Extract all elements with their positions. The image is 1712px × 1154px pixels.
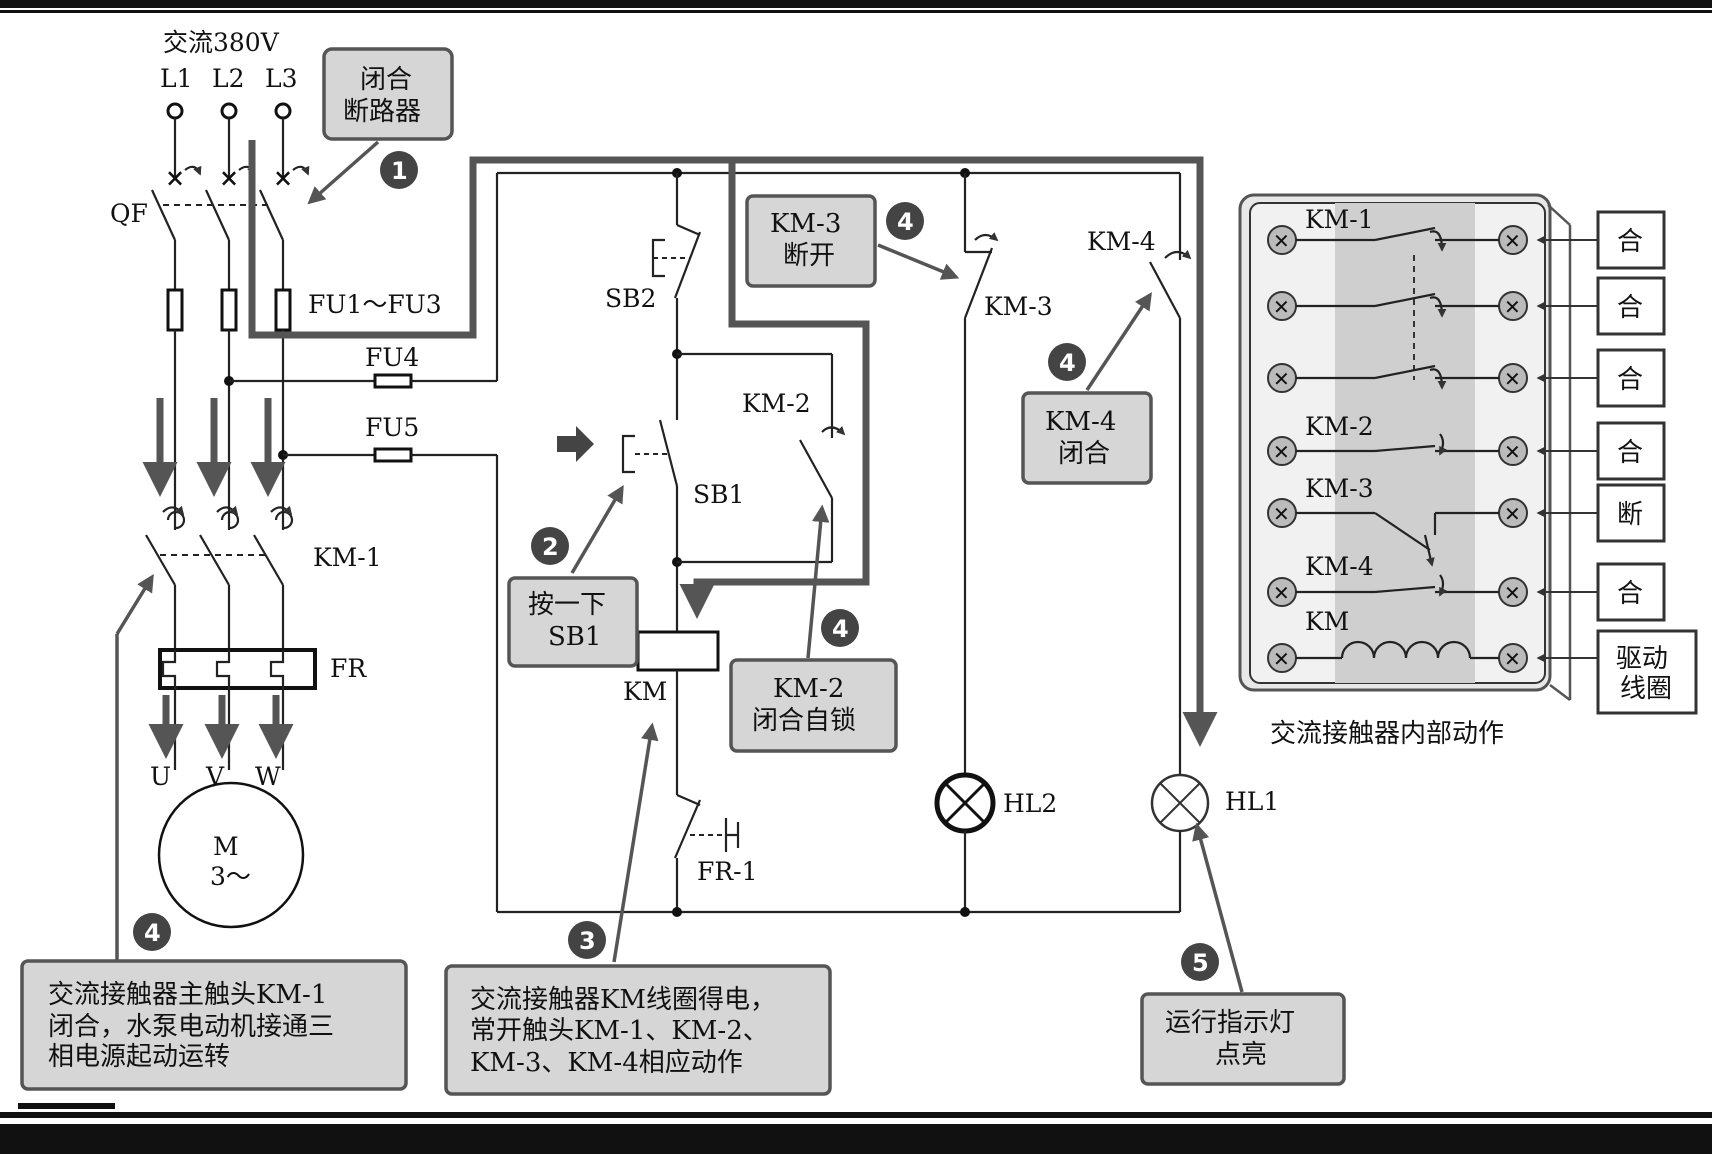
svg-text:✕: ✕ bbox=[1504, 295, 1521, 319]
callout-4-km4: 4 KM-4 闭合 bbox=[1021, 292, 1153, 485]
svg-text:✕: ✕ bbox=[1273, 581, 1290, 605]
state-row-1: 合 bbox=[1617, 227, 1643, 257]
svg-text:闭合: 闭合 bbox=[360, 65, 412, 95]
svg-text:4: 4 bbox=[1059, 349, 1076, 377]
contactor-row-6-label: KM-4 bbox=[1305, 552, 1374, 581]
u-label: U bbox=[150, 762, 171, 791]
fr1-label: FR-1 bbox=[697, 857, 758, 886]
callout-4-km1-main: 4 交流接触器主触头KM-1 闭合，水泵电动机接通三 相电源起动运转 bbox=[20, 574, 408, 1091]
control-circuit: FU4 FU5 SB2 SB1 bbox=[229, 140, 1279, 917]
qf-label: QF bbox=[110, 199, 148, 228]
hl1-label: HL1 bbox=[1225, 787, 1279, 816]
svg-text:运行指示灯: 运行指示灯 bbox=[1165, 1008, 1295, 1038]
svg-text:4: 4 bbox=[832, 615, 849, 643]
callout-2: 2 按一下 SB1 bbox=[507, 484, 639, 668]
svg-text:✕: ✕ bbox=[1273, 440, 1290, 464]
svg-text:常开触头KM-1、KM-2、: 常开触头KM-1、KM-2、 bbox=[470, 1016, 769, 1046]
svg-text:闭合: 闭合 bbox=[1058, 439, 1110, 469]
svg-text:×: × bbox=[219, 163, 239, 192]
w-label: W bbox=[255, 762, 281, 791]
state-row-4: 合 bbox=[1617, 438, 1643, 468]
hl2-label: HL2 bbox=[1003, 789, 1057, 818]
contactor-row-1-label: KM-1 bbox=[1305, 205, 1374, 234]
fu5-label: FU5 bbox=[365, 413, 419, 442]
svg-text:点亮: 点亮 bbox=[1215, 1040, 1267, 1070]
svg-text:交流接触器主触头KM-1: 交流接触器主触头KM-1 bbox=[48, 980, 327, 1010]
svg-text:闭合自锁: 闭合自锁 bbox=[752, 706, 856, 736]
km-coil bbox=[636, 630, 720, 672]
fu1-fu3-label: FU1～FU3 bbox=[308, 290, 442, 319]
svg-text:4: 4 bbox=[897, 208, 914, 236]
svg-text:SB1: SB1 bbox=[548, 622, 601, 652]
svg-text:5: 5 bbox=[1192, 949, 1209, 977]
callout-5: 5 运行指示灯 点亮 bbox=[1140, 822, 1346, 1086]
km4-label: KM-4 bbox=[1087, 227, 1156, 256]
state-row-5: 断 bbox=[1617, 500, 1643, 530]
callout-3: 3 交流接触器KM线圈得电， 常开触头KM-1、KM-2、 KM-3、KM-4相… bbox=[444, 722, 832, 1096]
contactor-caption: 交流接触器内部动作 bbox=[1270, 719, 1504, 749]
phase-l3: L3 bbox=[265, 64, 298, 93]
motor-label-phase: 3～ bbox=[210, 862, 251, 891]
sb1-label: SB1 bbox=[693, 480, 744, 509]
supply-title: 交流380V bbox=[163, 28, 280, 57]
svg-text:×: × bbox=[165, 163, 185, 192]
svg-text:✕: ✕ bbox=[1273, 229, 1290, 253]
contactor-rows: ✕ ✕ KM-1 ✕ ✕ ✕ ✕ ✕ ✕ KM-2 bbox=[1267, 205, 1528, 673]
svg-text:✕: ✕ bbox=[1504, 229, 1521, 253]
svg-text:KM-4: KM-4 bbox=[1045, 407, 1116, 437]
motor bbox=[157, 781, 305, 929]
callout-4-km2: 4 KM-2 闭合自锁 bbox=[729, 504, 898, 753]
state-row-6: 合 bbox=[1617, 579, 1643, 609]
contactor-row-5-label: KM-3 bbox=[1305, 474, 1374, 503]
contactor-row-4-label: KM-2 bbox=[1305, 412, 1374, 441]
contactor-panel: 交流接触器内部动作 bbox=[1238, 193, 1572, 749]
svg-text:交流接触器KM线圈得电，: 交流接触器KM线圈得电， bbox=[470, 985, 776, 1015]
svg-text:✕: ✕ bbox=[1273, 647, 1290, 671]
km1-main-label: KM-1 bbox=[313, 543, 382, 572]
km3-label: KM-3 bbox=[984, 292, 1053, 321]
svg-text:闭合，水泵电动机接通三: 闭合，水泵电动机接通三 bbox=[48, 1012, 334, 1042]
svg-text:✕: ✕ bbox=[1273, 295, 1290, 319]
phase-l1: L1 bbox=[160, 64, 193, 93]
state-row-2: 合 bbox=[1617, 293, 1643, 323]
svg-text:KM-3: KM-3 bbox=[770, 209, 841, 239]
callout-4-km3: KM-3 断开 4 bbox=[745, 194, 960, 288]
phase-l2: L2 bbox=[212, 64, 245, 93]
svg-text:✕: ✕ bbox=[1504, 581, 1521, 605]
svg-text:✕: ✕ bbox=[1504, 440, 1521, 464]
state-boxes: 合 合 合 合 断 合 驱动 线圈 bbox=[1536, 210, 1698, 715]
km-coil-label: KM bbox=[623, 677, 667, 706]
svg-text:1: 1 bbox=[391, 157, 408, 185]
svg-text:3: 3 bbox=[579, 927, 596, 955]
svg-text:断开: 断开 bbox=[783, 241, 835, 271]
svg-text:✕: ✕ bbox=[1504, 367, 1521, 391]
main-circuit: 交流380V L1 L2 L3 × × × QF FU1～FU3 bbox=[110, 28, 442, 929]
svg-text:按一下: 按一下 bbox=[528, 590, 606, 620]
svg-text:×: × bbox=[273, 163, 293, 192]
contactor-row-7-label: KM bbox=[1305, 607, 1349, 636]
callout-1: 闭合 断路器 1 bbox=[307, 47, 454, 205]
svg-text:4: 4 bbox=[144, 919, 161, 947]
svg-text:2: 2 bbox=[542, 533, 559, 561]
motor-label-m: M bbox=[213, 832, 239, 861]
svg-text:✕: ✕ bbox=[1273, 502, 1290, 526]
svg-text:KM-3、KM-4相应动作: KM-3、KM-4相应动作 bbox=[470, 1048, 743, 1078]
svg-text:相电源起动运转: 相电源起动运转 bbox=[48, 1042, 230, 1072]
svg-text:✕: ✕ bbox=[1504, 647, 1521, 671]
state-row-3: 合 bbox=[1617, 365, 1643, 395]
svg-text:✕: ✕ bbox=[1504, 502, 1521, 526]
fr-label: FR bbox=[330, 654, 367, 683]
sb2-label: SB2 bbox=[605, 284, 656, 313]
svg-text:断路器: 断路器 bbox=[343, 97, 421, 127]
svg-text:✕: ✕ bbox=[1273, 367, 1290, 391]
state-row-7: 驱动 线圈 bbox=[1616, 644, 1676, 704]
svg-text:KM-2: KM-2 bbox=[773, 674, 844, 704]
fu4-label: FU4 bbox=[365, 343, 419, 372]
km2-label: KM-2 bbox=[742, 389, 811, 418]
